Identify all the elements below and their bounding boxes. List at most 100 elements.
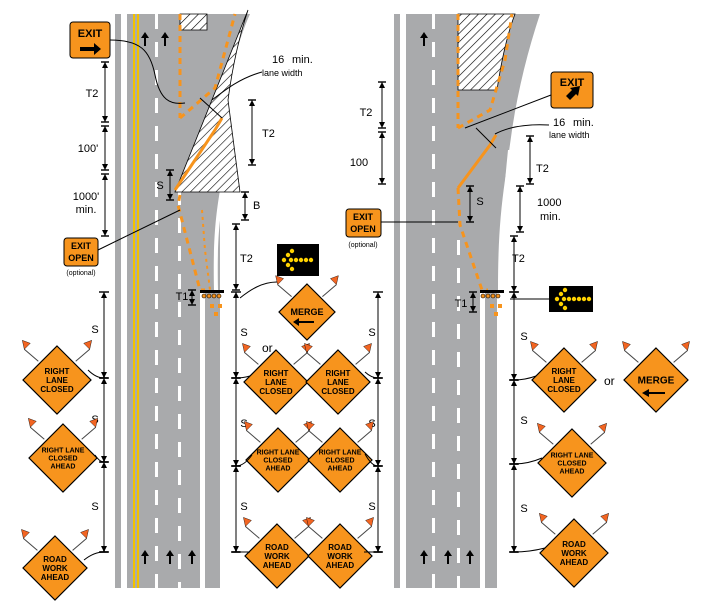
- warning-flag-icon: [622, 341, 631, 351]
- left-100-arrowhead: [102, 126, 108, 132]
- lane-dash: [432, 182, 435, 197]
- warning-flag-icon: [21, 529, 30, 539]
- right-sign-right-lane-closed-text: LANE: [553, 376, 575, 385]
- left-sign-rwa-b-text: WORK: [327, 552, 353, 561]
- left-dim-t2-lower: T2: [240, 253, 253, 265]
- left-lane-lines: [155, 14, 181, 597]
- arrow-lamp: [289, 266, 295, 272]
- arrow-lamp: [285, 252, 291, 258]
- flag-pole: [293, 352, 308, 365]
- dim-arrowhead: [233, 292, 239, 298]
- right-sign-right-lane-closed-ahead-text: AHEAD: [560, 468, 585, 475]
- up-arrow-icon: [161, 32, 169, 46]
- left-sign-road-work-ahead-face: [22, 535, 88, 601]
- left-inner-s1: S: [240, 327, 247, 339]
- lane-dash: [155, 182, 158, 197]
- flag-pole: [357, 430, 372, 443]
- left-sign-road-work-ahead-text: ROAD: [43, 555, 67, 564]
- right-dim-s: S: [476, 196, 483, 208]
- left-sign-rlc-b-text: LANE: [327, 378, 349, 387]
- lane-dash: [178, 582, 181, 597]
- left-sign-rlca-a-text: AHEAD: [266, 465, 291, 472]
- lane-dash: [432, 434, 435, 449]
- warning-flag-icon: [275, 275, 284, 285]
- drum-icon: [485, 293, 491, 299]
- right-t2-lower-arrowhead: [511, 286, 517, 292]
- left-t1-arrowhead: [189, 299, 195, 305]
- lane-dash: [178, 274, 181, 289]
- warning-flag-icon: [363, 343, 372, 353]
- right-sign-road-work-ahead-text: WORK: [561, 549, 587, 558]
- left-sign-rwa-b-face: [307, 523, 373, 589]
- lane-dash: [457, 352, 460, 367]
- warning-flag-icon: [28, 417, 37, 428]
- lane-dash: [178, 498, 181, 513]
- right-1000-arrowhead: [517, 226, 523, 232]
- left-sign-right-lane-closed-text: RIGHT: [45, 367, 70, 376]
- left-optional-label: (optional): [66, 270, 95, 277]
- arrow-lamp: [566, 296, 572, 302]
- arrow-lamp: [558, 301, 564, 307]
- left-lane-width-label: lane width: [262, 68, 303, 78]
- right-sign-right-lane-closed-text: CLOSED: [547, 385, 581, 394]
- left-t2-upper-arrowhead: [102, 116, 108, 122]
- right-t2-upper-arrowhead: [379, 82, 385, 88]
- lane-dash: [432, 126, 435, 141]
- lane-dash: [457, 268, 460, 283]
- left-sign-rlca-b-text: CLOSED: [325, 457, 354, 464]
- left-sign-rwa-a-text: AHEAD: [263, 561, 292, 570]
- flag-pole: [322, 284, 337, 297]
- arrow-lamp: [561, 296, 567, 302]
- dim-arrowhead: [233, 466, 239, 472]
- svg-text:EXIT: EXIT: [78, 28, 103, 40]
- warning-flag-icon: [365, 421, 374, 431]
- right-roadway: [394, 13, 540, 591]
- left-sign-road-work-ahead-text: WORK: [42, 564, 68, 573]
- lane-dash: [457, 576, 460, 591]
- drum-icon: [480, 293, 486, 299]
- warning-flag-icon: [330, 275, 339, 285]
- warning-flag-icon: [22, 339, 31, 350]
- lane-dash: [432, 266, 435, 281]
- lane-dash: [432, 98, 435, 113]
- lane-dash: [178, 218, 181, 233]
- right-dim-1000: 1000: [537, 197, 561, 209]
- barricade: [480, 290, 504, 293]
- left-edge-line: [200, 290, 205, 588]
- right-exit-ramp: [470, 14, 540, 290]
- lane-dash: [457, 240, 460, 255]
- lane-arrows: [141, 32, 474, 564]
- right-outer-s3: S: [520, 503, 527, 515]
- lane-dash: [155, 518, 158, 533]
- lane-dash: [155, 322, 158, 337]
- arrow-lamp: [586, 296, 592, 302]
- warning-flag-icon: [681, 341, 690, 351]
- warning-flag-icon: [244, 421, 253, 431]
- flag-pole: [245, 526, 260, 539]
- lane-dash: [178, 246, 181, 261]
- flag-pole: [23, 348, 39, 362]
- right-dim-t2-lower: T2: [512, 253, 525, 265]
- left-arrow-board-leader: [239, 281, 278, 299]
- dim-arrowhead: [375, 378, 381, 384]
- right-sign-right-lane-closed-ahead-text: CLOSED: [557, 460, 586, 467]
- left-100-arrowhead: [102, 164, 108, 170]
- flag-pole: [357, 526, 372, 539]
- flag-pole: [532, 350, 547, 363]
- left-outer-s3: S: [91, 501, 98, 513]
- left-center-line-a: [133, 14, 135, 588]
- flag-pole: [75, 348, 91, 362]
- lane-dash: [155, 14, 158, 29]
- arrow-lamp: [298, 257, 304, 263]
- left-sign-right-lane-closed-face: [22, 345, 92, 415]
- left-b-arrowhead: [242, 192, 248, 198]
- left-1000-arrowhead: [102, 230, 108, 236]
